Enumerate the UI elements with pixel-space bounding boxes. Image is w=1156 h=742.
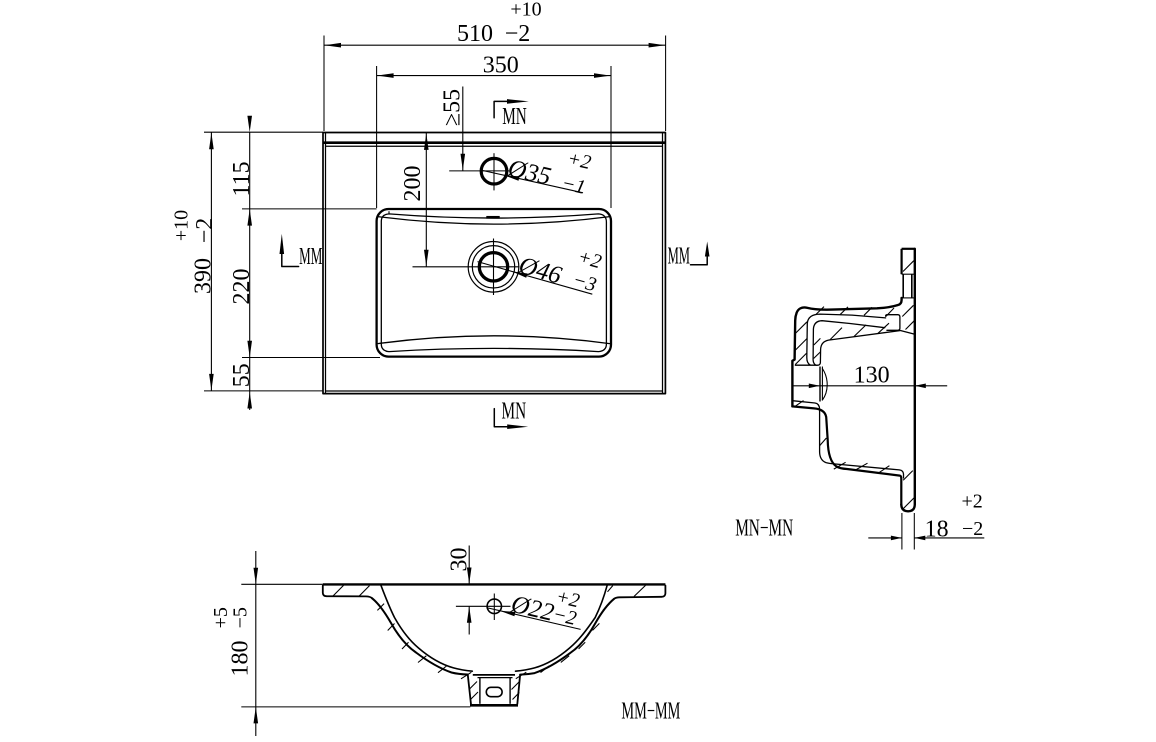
- svg-text:−5: −5: [229, 607, 251, 628]
- svg-text:+10: +10: [171, 210, 193, 241]
- svg-text:115: 115: [229, 161, 255, 196]
- svg-text:180: 180: [228, 641, 254, 677]
- svg-text:130: 130: [854, 363, 890, 389]
- svg-text:MM: MM: [668, 244, 690, 270]
- svg-text:200: 200: [400, 166, 426, 202]
- svg-text:Ø46: Ø46: [515, 252, 565, 290]
- svg-text:−2: −2: [551, 603, 579, 630]
- svg-text:MM: MM: [299, 244, 322, 270]
- svg-text:390: 390: [190, 258, 216, 294]
- svg-text:−2: −2: [505, 21, 531, 47]
- svg-text:Ø35: Ø35: [504, 155, 553, 191]
- svg-text:MN−MN: MN−MN: [735, 516, 793, 542]
- svg-text:−2: −2: [192, 218, 218, 244]
- svg-text:MN: MN: [502, 398, 527, 424]
- svg-text:−3: −3: [570, 269, 599, 297]
- svg-text:55: 55: [229, 363, 255, 387]
- svg-text:−1: −1: [560, 172, 588, 199]
- svg-text:Ø22: Ø22: [508, 591, 557, 627]
- svg-text:+10: +10: [510, 0, 541, 21]
- svg-text:+2: +2: [565, 147, 593, 174]
- svg-text:18: 18: [925, 516, 949, 542]
- svg-text:+2: +2: [554, 586, 582, 613]
- svg-text:MN: MN: [502, 104, 527, 130]
- svg-text:220: 220: [229, 269, 255, 305]
- svg-text:350: 350: [483, 52, 519, 78]
- svg-text:−2: −2: [962, 518, 983, 540]
- svg-text:+2: +2: [961, 490, 982, 512]
- svg-text:30: 30: [446, 548, 472, 572]
- svg-text:MM−MM: MM−MM: [621, 698, 680, 724]
- svg-text:≥55: ≥55: [440, 89, 466, 126]
- svg-text:510: 510: [457, 21, 493, 47]
- svg-text:+5: +5: [210, 607, 232, 628]
